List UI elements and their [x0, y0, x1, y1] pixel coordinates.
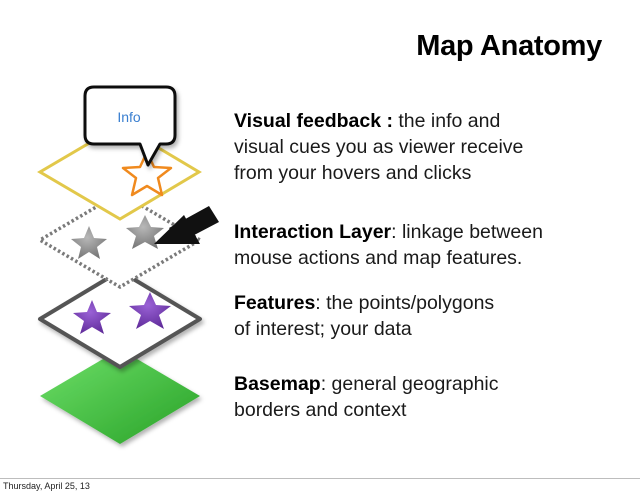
feature-star-left: [73, 300, 111, 334]
features-layer: [38, 269, 202, 369]
visual-feedback-term: Visual feedback :: [234, 110, 393, 132]
features-term: Features: [234, 292, 316, 314]
cursor-arrow-icon: [154, 206, 219, 244]
info-callout: [83, 85, 177, 167]
interaction-layer-term: Interaction Layer: [234, 221, 392, 243]
basemap-term: Basemap: [234, 373, 321, 395]
feature-star-right: [129, 292, 171, 329]
visual-feedback-description: Visual feedback : the info and visual cu…: [234, 110, 524, 184]
highlight-star: [121, 150, 173, 197]
features-description: Features: the points/polygons of interes…: [234, 292, 495, 340]
interaction-layer: [36, 190, 204, 290]
slide-title: Map Anatomy: [416, 30, 602, 62]
basemap-description: Basemap: general geographic borders and …: [234, 373, 499, 421]
visual-feedback-layer: [37, 123, 202, 221]
interaction-star-right: [126, 215, 164, 249]
info-callout-label: Info: [117, 109, 141, 125]
interaction-star-left: [71, 226, 107, 259]
footer-date: Thursday, April 25, 13: [3, 481, 90, 491]
interaction-layer-description: Interaction Layer: linkage between mouse…: [234, 221, 543, 269]
footer-divider: [0, 478, 640, 479]
basemap-layer: [40, 349, 200, 444]
